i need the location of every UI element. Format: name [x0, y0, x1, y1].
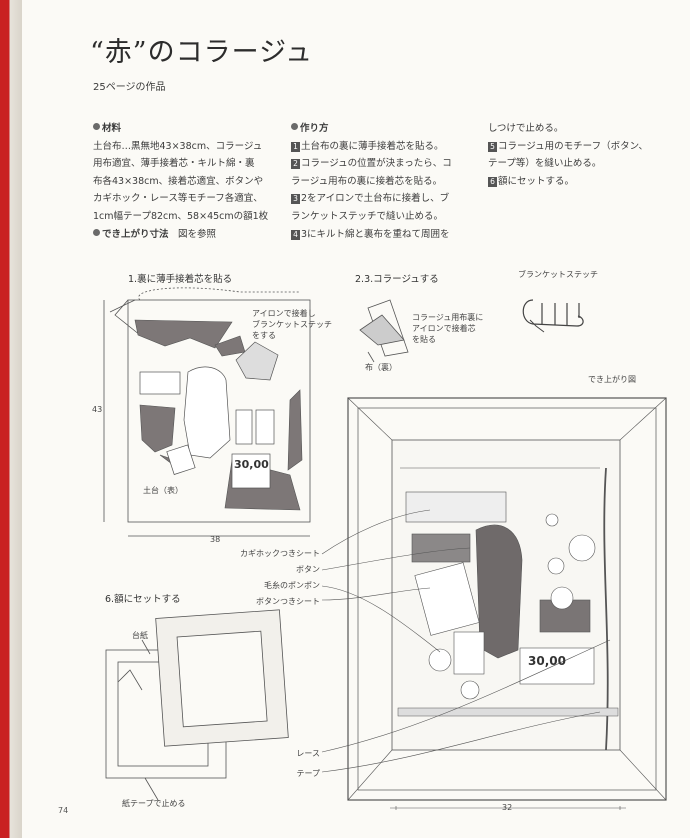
step6-title: 6.額にセットする [105, 594, 181, 605]
frame-outer [347, 397, 667, 801]
price-tag-text: 30,00 [234, 458, 269, 471]
frame-set-diagram [105, 609, 289, 801]
finished-size: でき上がり寸法 図を参照 [93, 226, 283, 244]
method-step-cont: ラージュ用布の裏に接着芯を貼る。 [291, 175, 443, 187]
price-tag-motif [231, 453, 271, 489]
callout-button-sheet: ボタンつきシート [256, 597, 320, 606]
peel-corner [114, 299, 141, 336]
collage-piece [139, 404, 176, 453]
button [547, 557, 565, 575]
tape-strip [397, 707, 619, 717]
page-number: 74 [58, 806, 69, 815]
step23-title: 2.3.コラージュする [355, 274, 439, 285]
hook-sheet-motif [235, 409, 253, 445]
collage-motifs [139, 341, 279, 489]
button [550, 586, 574, 610]
dark-patch [411, 533, 471, 563]
fabric-back-label: 布（裏） [365, 363, 397, 372]
book-spine [0, 0, 22, 838]
price-tag [519, 647, 595, 685]
tape-label: テープ [296, 769, 320, 778]
materials-section: 材料 土台布…黒無地43×38cm、コラージュ 用布適宜、薄手接着芯・キルト綿・… [93, 120, 283, 243]
collage-piece [134, 319, 233, 349]
button-sheet [414, 562, 480, 636]
materials-line: カギホック・レース等モチーフ各適宜、 [93, 193, 263, 205]
blanket-stitch-diagram [522, 299, 584, 333]
finished-title: でき上がり図 [588, 375, 636, 384]
small-card [453, 631, 485, 675]
blanket-stitch-title: ブランケットステッチ [518, 270, 598, 279]
method-step-cont: テープ等）を縫い止める。 [488, 158, 602, 170]
base-fabric-diagram [103, 287, 311, 537]
page-title: “赤”のコラージュ [90, 37, 314, 68]
finished-price-tag-text: 30,00 [528, 654, 566, 668]
pompom [428, 648, 452, 672]
page-subtitle: 25ページの作品 [93, 82, 166, 93]
button [545, 513, 559, 527]
hook-sheet [405, 491, 507, 523]
method-step-cont: しつけで止める。 [488, 123, 564, 134]
dimension-height: 43 [92, 405, 103, 414]
iron-diagram [359, 299, 409, 363]
collage-piece [287, 389, 303, 471]
callout-hook-sheet: カギホックつきシート [240, 549, 320, 558]
finished-dimension [395, 806, 621, 810]
materials-line: 用布適宜、薄手接着芯・キルト綿・裏 [93, 158, 255, 170]
card-motif [139, 371, 181, 395]
materials-heading: 材料 [93, 120, 283, 138]
button [568, 534, 596, 562]
shirt-motif [183, 366, 231, 459]
callout-pompom: 毛糸のポンポン [264, 581, 320, 590]
ticket-motif [166, 444, 196, 475]
button-sheet-motif [255, 409, 275, 445]
materials-line: 土台布…黒無地43×38cm、コラージュ [93, 140, 263, 152]
lace-label: レース [296, 749, 320, 758]
finished-collage [405, 491, 596, 700]
dimension-width: 38 [210, 535, 221, 544]
iron-icon [359, 314, 405, 346]
materials-line: 1cm幅テープ82cm、58×45cmの額1枚 [93, 210, 269, 222]
iron-motif [235, 341, 279, 381]
pompom [460, 680, 480, 700]
board-label: 台紙 [132, 631, 148, 640]
paper-tape-label: 紙テープで止める [122, 799, 186, 808]
collage-note: コラージュ用布裏に アイロンで接着芯 を貼る [412, 313, 484, 344]
callout-button: ボタン [296, 565, 320, 574]
iron-note: アイロンで接着し ブランケットステッチ をする [252, 309, 332, 340]
method-heading: 作り方 [291, 120, 483, 138]
base-fabric-label: 土台（表） [143, 486, 183, 495]
finished-width: 32 [502, 803, 513, 812]
materials-line: 布各43×38cm、接着芯適宜、ボタンや [93, 175, 264, 187]
callout-lines [321, 509, 611, 773]
method-step-cont: ランケットステッチで縫い止める。 [291, 210, 444, 222]
step1-title: 1.裏に薄手接着芯を貼る [128, 274, 233, 285]
base-fabric-outline [127, 299, 311, 523]
shirt [475, 524, 523, 659]
